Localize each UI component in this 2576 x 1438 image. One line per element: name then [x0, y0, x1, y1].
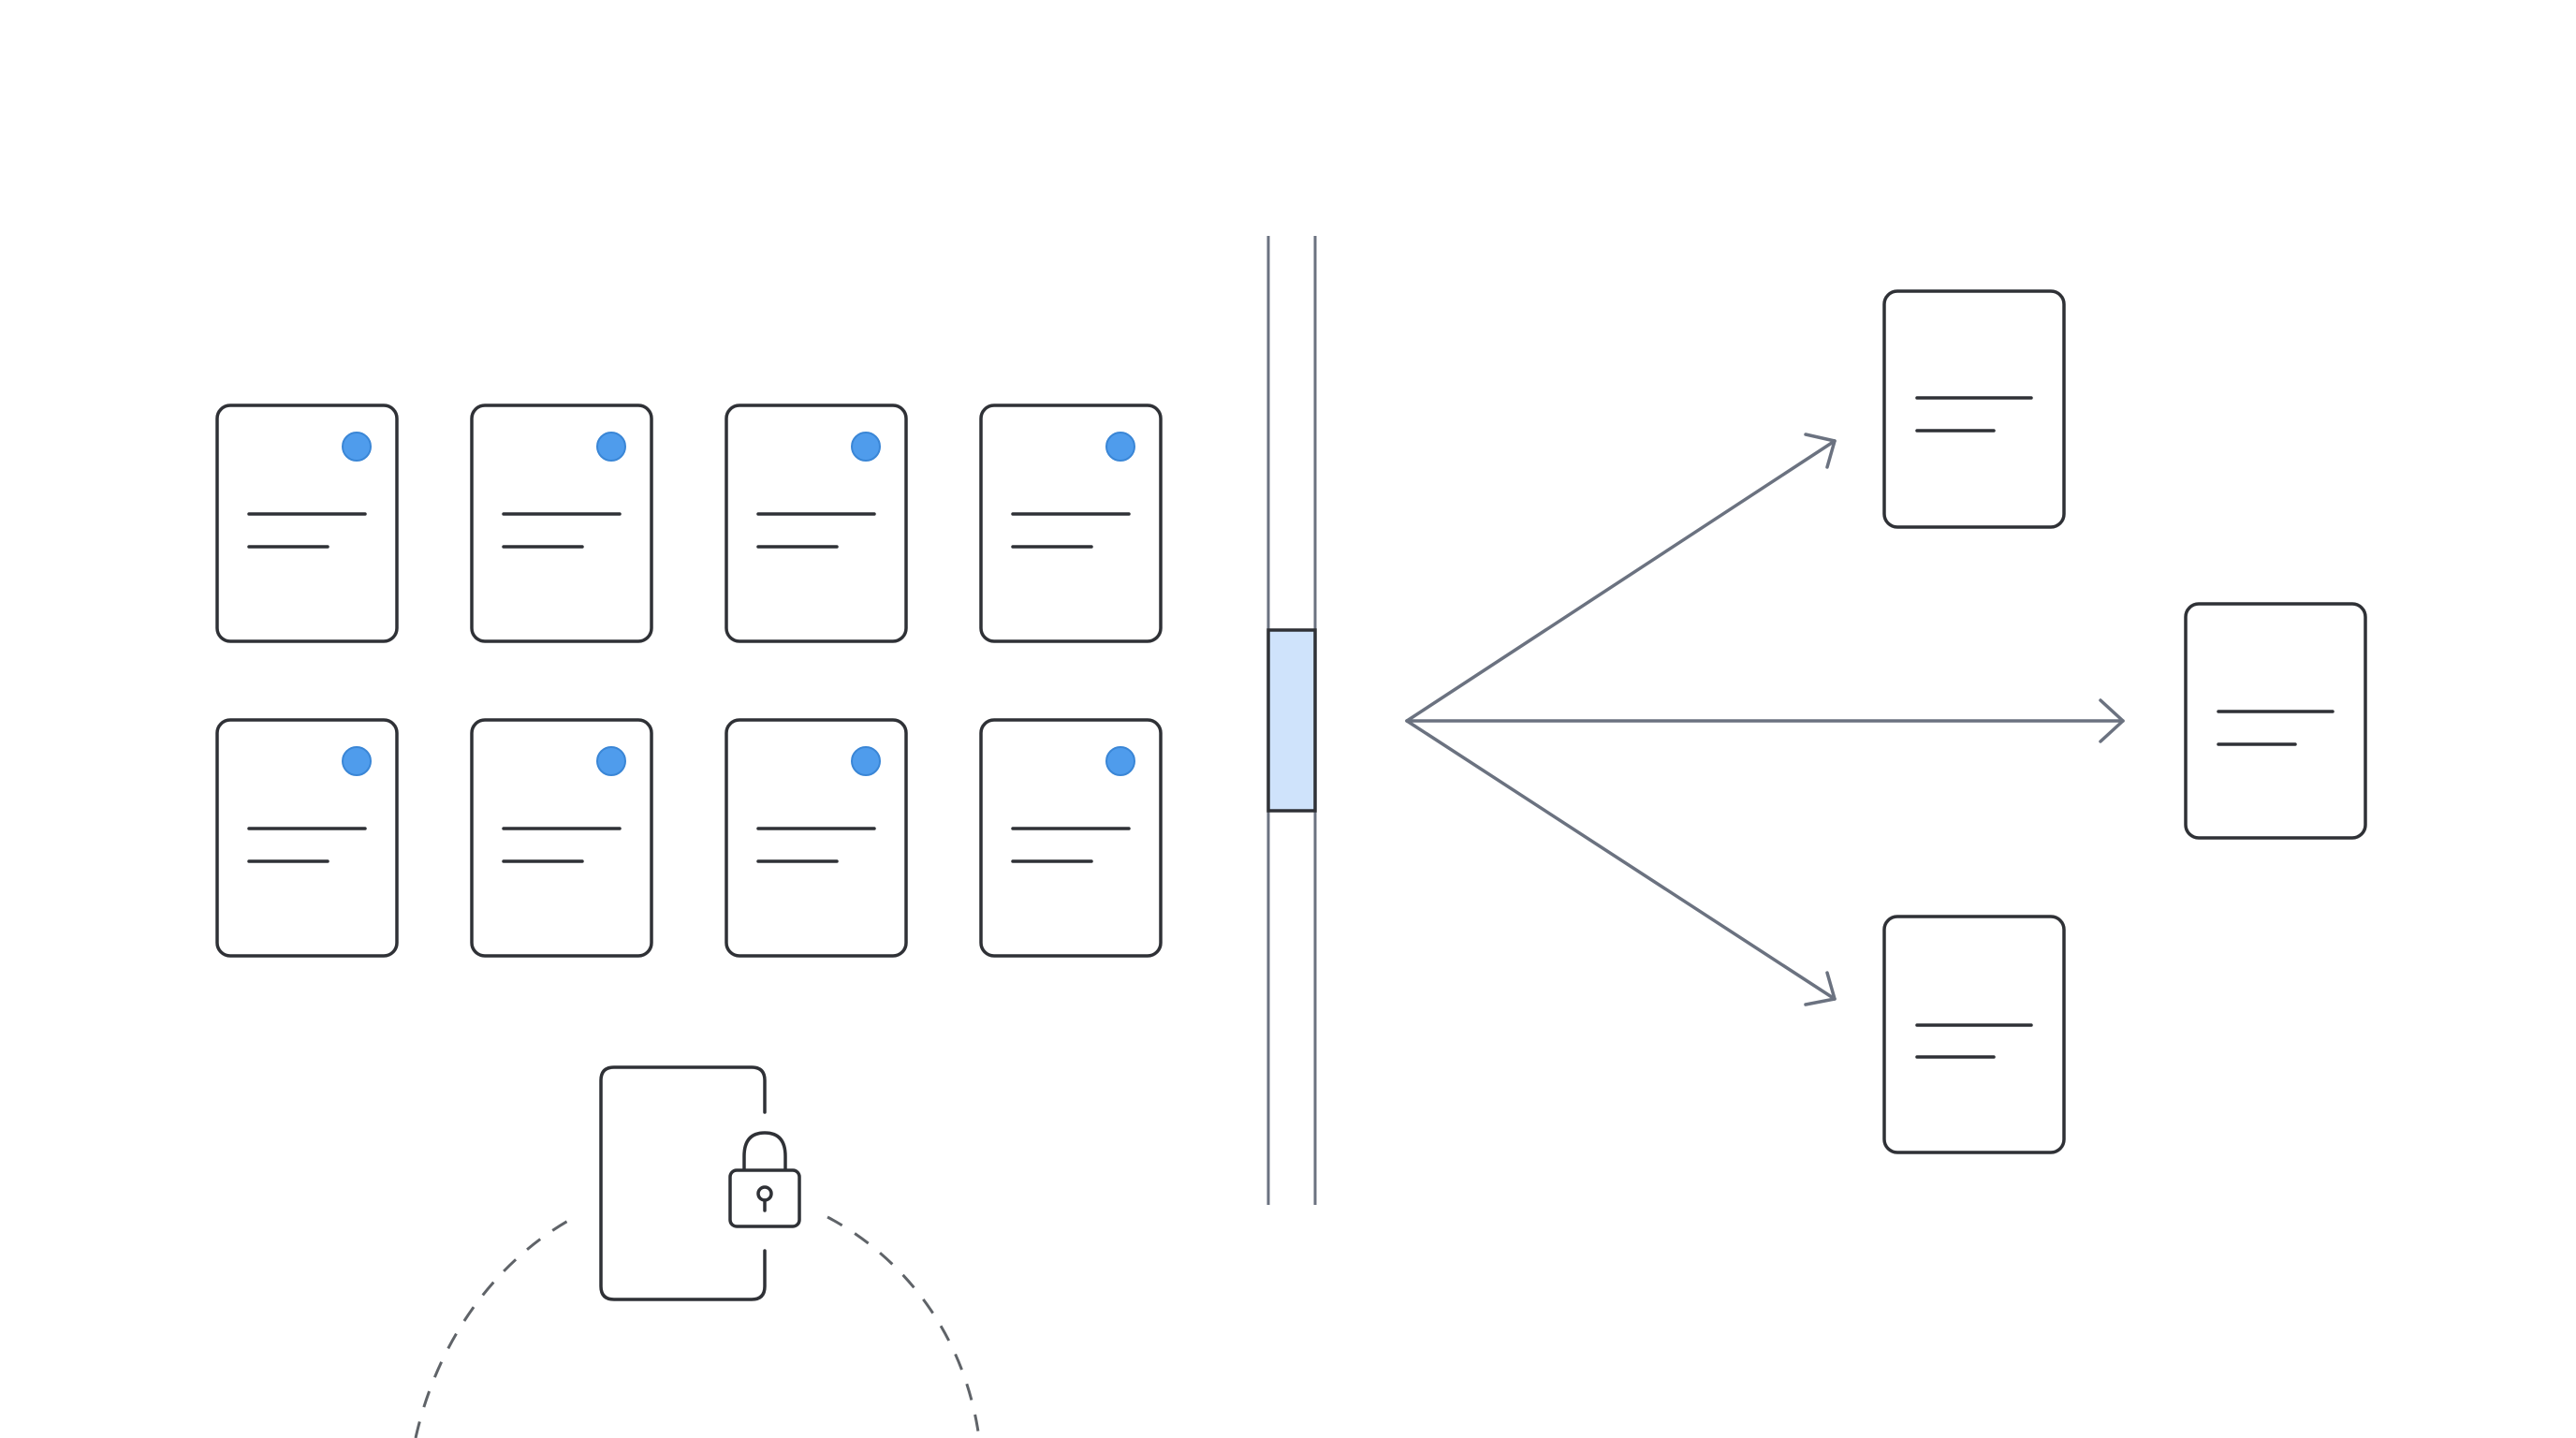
status-dot — [851, 432, 881, 462]
output-document-card — [2184, 602, 2367, 840]
status-dot — [1105, 432, 1135, 462]
gate-barrier — [1266, 236, 1317, 1205]
output-document-card — [1882, 915, 2066, 1154]
status-dot — [851, 746, 881, 776]
dashed-boundary-arc — [414, 1215, 981, 1438]
source-document-card — [724, 404, 908, 643]
source-document-card — [215, 404, 399, 643]
locked-document-card — [599, 1065, 767, 1301]
status-dot — [596, 432, 626, 462]
source-document-card — [470, 404, 653, 643]
arrow-lower — [1405, 719, 1837, 1006]
arrowhead-lower — [1804, 971, 1837, 1006]
source-document-card — [470, 718, 653, 958]
arrow-upper — [1405, 433, 1837, 723]
status-dot — [596, 746, 626, 776]
output-documents — [1882, 289, 2367, 1154]
status-dot — [1105, 746, 1135, 776]
locked-document-group — [414, 1065, 981, 1438]
arrowhead-upper — [1804, 433, 1837, 469]
source-document-grid — [215, 404, 1163, 958]
status-dot — [342, 432, 372, 462]
arrowhead-middle — [2099, 698, 2125, 743]
source-document-card — [215, 718, 399, 958]
source-document-card — [979, 404, 1163, 643]
status-dot — [342, 746, 372, 776]
source-document-card — [724, 718, 908, 958]
padlock-icon — [728, 1131, 801, 1228]
source-document-card — [979, 718, 1163, 958]
gate-highlight — [1266, 628, 1317, 813]
arrow-middle — [1405, 698, 2125, 743]
output-document-card — [1882, 289, 2066, 529]
fan-out-connectors — [1405, 433, 2125, 1006]
